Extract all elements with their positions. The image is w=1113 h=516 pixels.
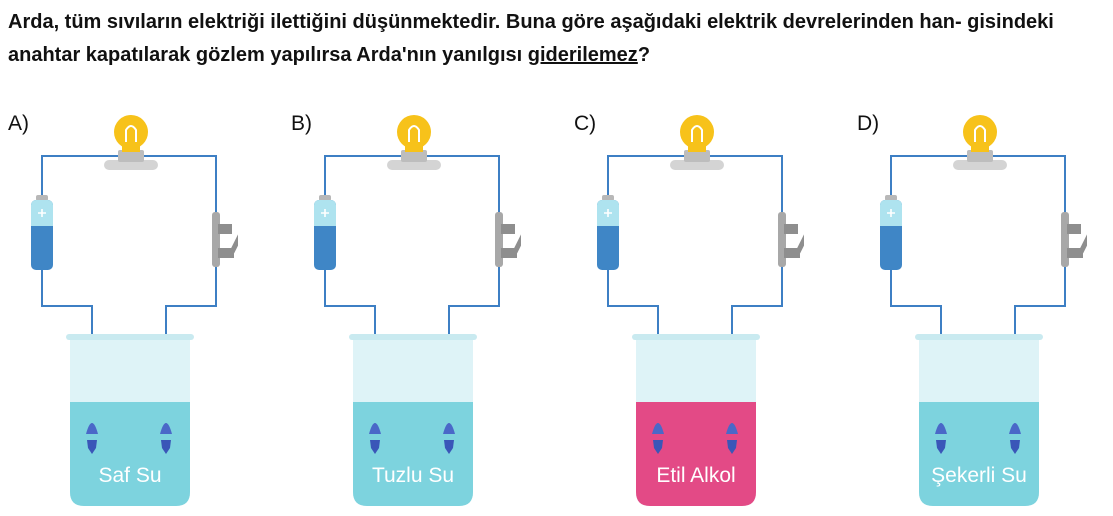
beaker-icon: [632, 334, 760, 506]
circuit-diagram: Şekerli Su: [880, 115, 1087, 506]
light-bulb-icon: [953, 115, 1007, 170]
circuit-diagram: Etil Alkol: [597, 115, 804, 506]
beaker-icon: [66, 334, 194, 506]
question-text: Arda, tüm sıvıların elektriği ilettiğini…: [8, 6, 1108, 72]
electrode-icon: [369, 423, 381, 454]
battery-icon: [314, 195, 336, 270]
beaker-icon: [349, 334, 477, 506]
knife-switch-icon: [495, 212, 521, 267]
light-bulb-icon: [387, 115, 441, 170]
option-letter: C): [574, 112, 597, 135]
liquid-fill: [353, 402, 473, 506]
circuit-diagram: Tuzlu Su: [314, 115, 521, 506]
option-d[interactable]: D) Şekerli Su: [857, 108, 1087, 508]
question-end: ?: [637, 44, 651, 66]
battery-icon: [597, 195, 619, 270]
electrode-icon: [86, 423, 98, 454]
battery-icon: [880, 195, 902, 270]
light-bulb-icon: [670, 115, 724, 170]
electrode-icon: [726, 423, 738, 454]
electrode-icon: [1009, 423, 1021, 454]
electrode-icon: [652, 423, 664, 454]
option-c[interactable]: C) Etil Alkol: [574, 108, 804, 508]
knife-switch-icon: [1061, 212, 1087, 267]
liquid-label: Saf Su: [98, 464, 161, 487]
question-main: Arda, tüm sıvıların elektriği ilettiğini…: [8, 11, 1054, 66]
battery-icon: [31, 195, 53, 270]
knife-switch-icon: [212, 212, 238, 267]
option-a[interactable]: A) Saf Su: [8, 108, 238, 508]
knife-switch-icon: [778, 212, 804, 267]
beaker-icon: [915, 334, 1043, 506]
electrode-icon: [443, 423, 455, 454]
circuit-diagram: Saf Su: [31, 115, 238, 506]
option-letter: D): [857, 112, 880, 135]
option-letter: A): [8, 112, 29, 135]
liquid-label: Tuzlu Su: [372, 464, 454, 487]
liquid-fill: [70, 402, 190, 506]
option-b[interactable]: B) Tuzlu Su: [291, 108, 521, 508]
liquid-fill: [636, 402, 756, 506]
question-emphasis: giderilemez: [527, 44, 638, 66]
liquid-label: Etil Alkol: [656, 464, 735, 487]
electrode-icon: [935, 423, 947, 454]
liquid-fill: [919, 402, 1039, 506]
liquid-label: Şekerli Su: [931, 464, 1027, 487]
electrode-icon: [160, 423, 172, 454]
option-letter: B): [291, 112, 312, 135]
light-bulb-icon: [104, 115, 158, 170]
